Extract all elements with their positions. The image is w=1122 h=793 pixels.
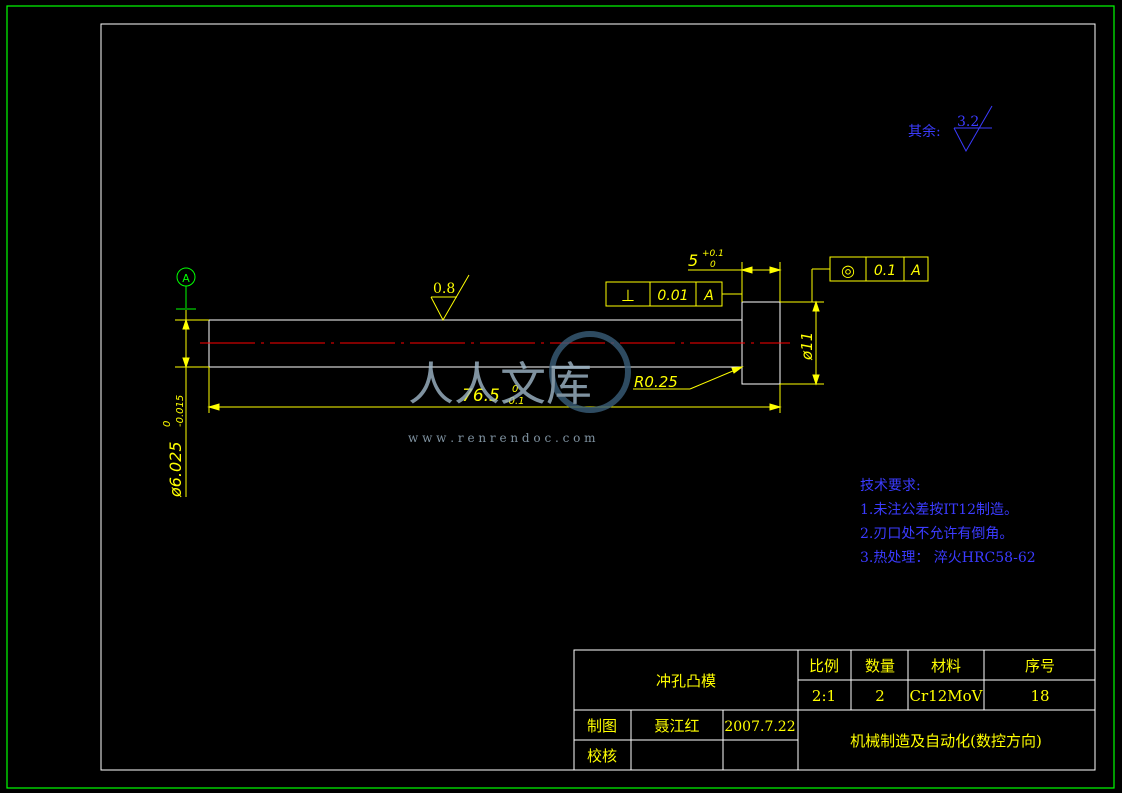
qty-value: 2 [875, 687, 885, 705]
head-diameter-dim [780, 300, 824, 386]
head-length-tol-lower: 0 [710, 260, 716, 270]
hdr-material: 材料 [931, 657, 961, 675]
material-value: Cr12MoV [910, 687, 984, 705]
gdt-concentric-frame [811, 256, 929, 302]
radius-text: R0.25 [634, 373, 678, 391]
watermark-logo: 人人文库 w w w . r e n r e n d o c . c o m [408, 331, 631, 445]
drawn-date: 2007.7.22 [724, 719, 795, 735]
roughness-general-symbol [953, 105, 993, 153]
hdr-qty: 数量 [865, 657, 895, 675]
head-length-tol-upper: +0.1 [702, 249, 724, 259]
head-length-text: 5 [688, 251, 698, 270]
gdt-perpendicular-symbol: ⊥ [621, 286, 635, 305]
length-text: 76.5 [462, 386, 500, 406]
length-tol-upper: 0 [512, 384, 518, 395]
gdt-perpendicular-frame [605, 281, 742, 307]
tech-item-3: 3.热处理： 淬火HRC58-62 [860, 550, 1036, 566]
shank-diameter-tol-upper: 0 [162, 421, 173, 427]
tech-item-2: 2.刃口处不允许有倒角。 [860, 526, 1013, 542]
head-diameter-text: ø11 [798, 332, 816, 361]
watermark-text: 人人文库 [408, 357, 592, 411]
drawn-label: 制图 [587, 717, 617, 735]
roughness-local-value: 0.8 [433, 281, 455, 297]
shank-diameter-dim [175, 310, 209, 497]
tech-item-1: 1.未注公差按IT12制造。 [860, 502, 1018, 518]
gdt-perpendicular-datum: A [703, 288, 714, 304]
gdt-concentric-value: 0.1 [874, 263, 896, 279]
checked-label: 校核 [587, 747, 617, 765]
drawn-by: 聂江红 [654, 717, 699, 735]
length-tol-lower: -0.1 [505, 396, 525, 407]
gdt-concentric-symbol: ◎ [841, 261, 855, 280]
roughness-local-symbol [430, 274, 470, 322]
hdr-scale: 比例 [809, 657, 839, 675]
title-block-grid [573, 649, 1096, 771]
scale-value: 2:1 [812, 687, 836, 705]
roughness-general-value: 3.2 [957, 114, 979, 130]
datum-a-symbol [176, 267, 196, 310]
seq-value: 18 [1030, 687, 1049, 705]
shank-diameter-tol-lower: -0.015 [175, 395, 186, 427]
radius-leader [633, 366, 744, 390]
length-dim [207, 367, 782, 413]
outer-frame [6, 5, 1115, 789]
head-length-dim [688, 262, 782, 302]
shank-diameter-text: ø6.025 [166, 441, 185, 498]
gdt-concentric-datum: A [910, 263, 921, 279]
hdr-seq: 序号 [1025, 657, 1055, 675]
datum-a-letter: A [182, 272, 190, 285]
part-name: 冲孔凸模 [656, 672, 716, 690]
watermark-url: w w w . r e n r e n d o c . c o m [408, 431, 596, 445]
roughness-general-label: 其余: [908, 123, 941, 140]
tech-title: 技术要求: [860, 478, 921, 494]
org-name: 机械制造及自动化(数控方向) [850, 732, 1042, 750]
gdt-perpendicular-value: 0.01 [657, 288, 688, 304]
